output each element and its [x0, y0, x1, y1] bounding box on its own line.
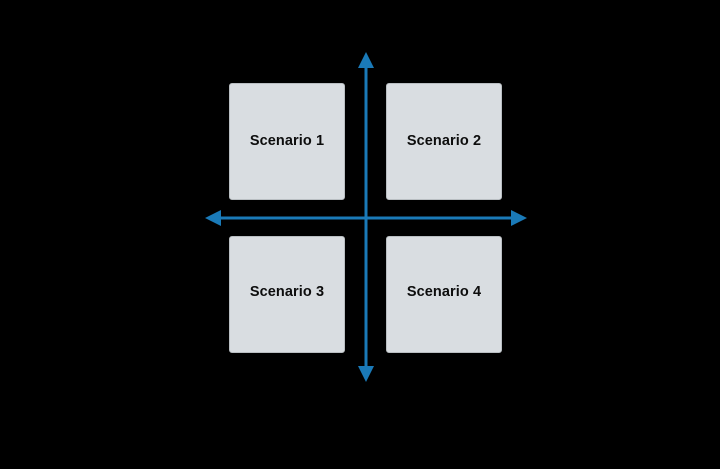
arrow-right-icon [511, 210, 527, 226]
scenario-box-3-label: Scenario 3 [249, 284, 325, 301]
scenario-box-1-label: Scenario 1 [249, 133, 325, 150]
scenario-box-1[interactable]: Scenario 1 [229, 83, 345, 200]
arrow-up-icon [358, 52, 374, 68]
scenario-box-4[interactable]: Scenario 4 [386, 236, 502, 353]
arrow-down-icon [358, 366, 374, 382]
scenario-box-2[interactable]: Scenario 2 [386, 83, 502, 200]
scenario-box-4-label: Scenario 4 [406, 284, 482, 301]
arrow-left-icon [205, 210, 221, 226]
scenario-box-3[interactable]: Scenario 3 [229, 236, 345, 353]
scenario-box-2-label: Scenario 2 [406, 133, 482, 150]
